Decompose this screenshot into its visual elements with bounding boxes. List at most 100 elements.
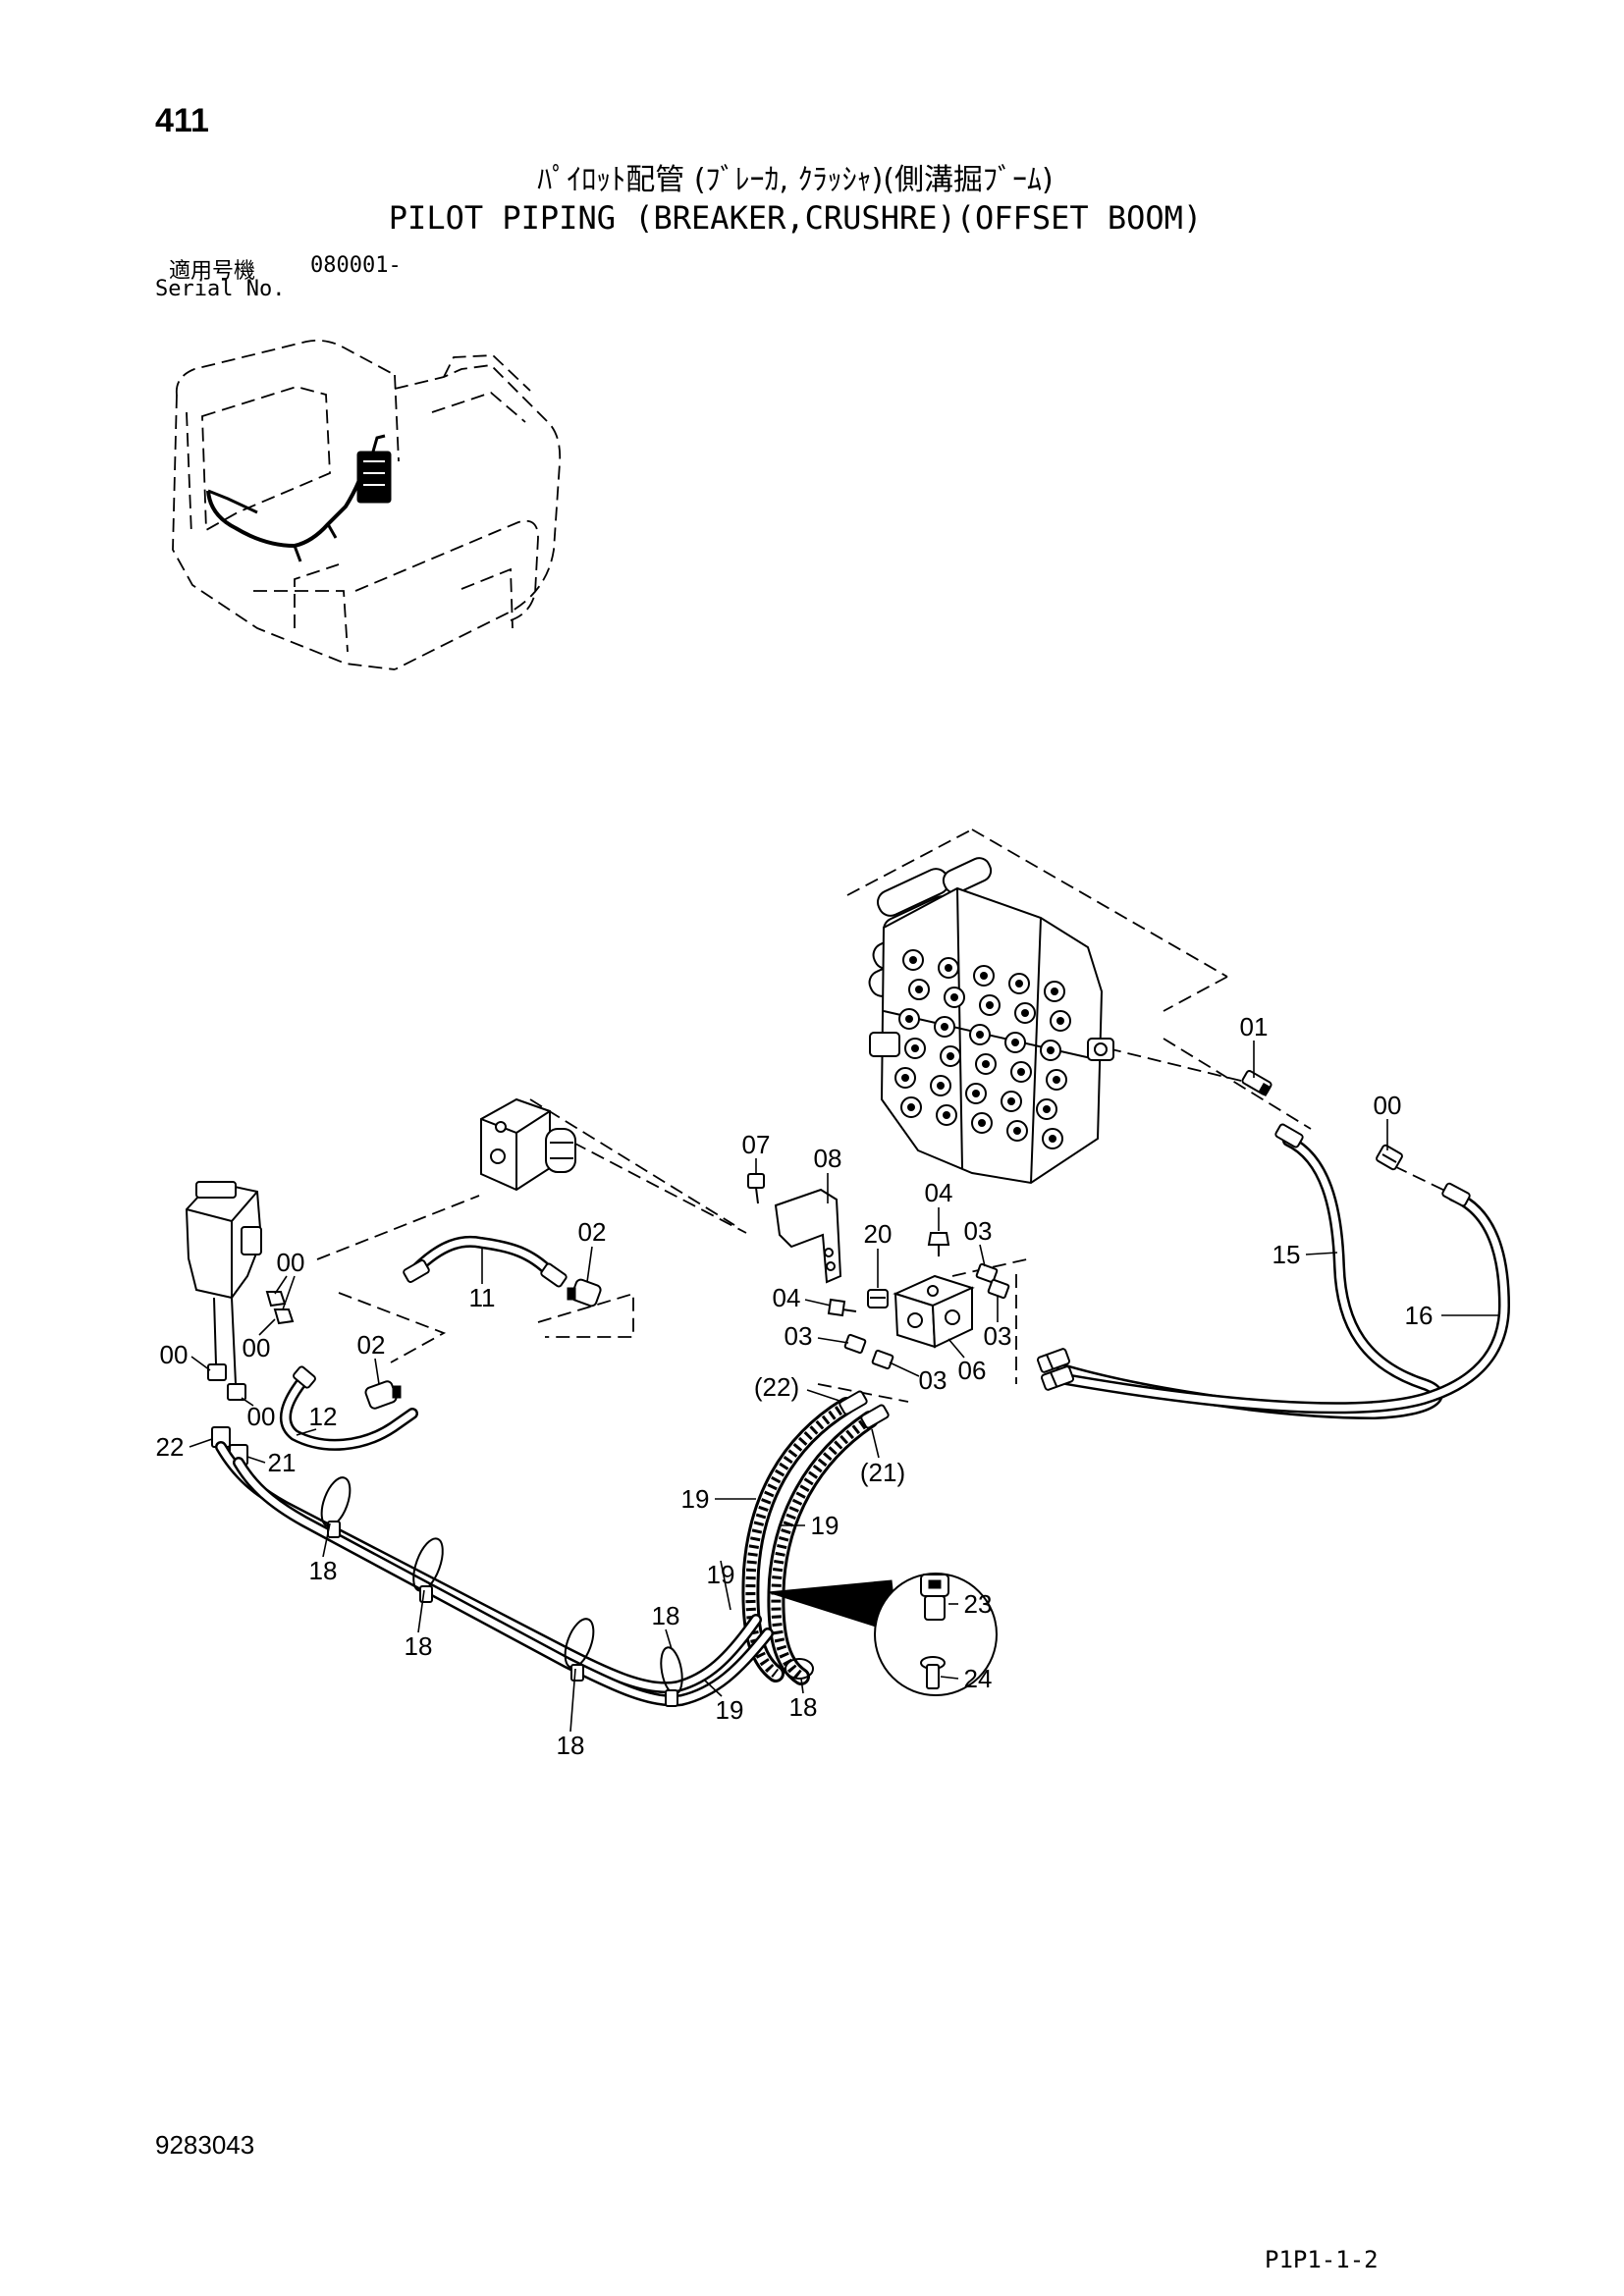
- part-callout-18: 18: [309, 1556, 338, 1585]
- part-callout-01: 01: [1240, 1012, 1269, 1041]
- manifold-block-06: [893, 1274, 975, 1349]
- valve-port-center: [901, 1074, 909, 1082]
- part-callout-20: 20: [864, 1219, 893, 1249]
- part-callout-19: 19: [716, 1695, 744, 1725]
- valve-port-center: [1056, 1017, 1064, 1025]
- part-callout-21: 21: [268, 1448, 297, 1477]
- part-callout-18: 18: [789, 1692, 818, 1722]
- fitting-03: [843, 1262, 1010, 1370]
- page-number: 411: [155, 102, 209, 139]
- valve-port-center: [909, 956, 917, 964]
- part-callout-19: 19: [681, 1484, 710, 1514]
- valve-port-center: [943, 1111, 950, 1119]
- part-callout-07: 07: [742, 1130, 771, 1159]
- pressure-switch-02-upper: [567, 1278, 602, 1308]
- serial-label-japanese: 適用号機: [169, 259, 256, 284]
- valve-port-center: [1013, 1127, 1021, 1135]
- part-callout-16: 16: [1405, 1301, 1434, 1330]
- fitting-01: [1241, 1070, 1272, 1097]
- valve-port-center: [986, 1001, 994, 1009]
- part-callout-03: 03: [964, 1216, 993, 1246]
- valve-port-center: [1015, 980, 1023, 988]
- valve-port-center: [980, 972, 988, 980]
- hose-end-fitting: [839, 1390, 868, 1415]
- document-number: 9283043: [155, 2130, 255, 2160]
- overview-pilot-hose: [206, 474, 363, 549]
- part-callout-00: 00: [247, 1402, 276, 1431]
- machine-overview: [172, 339, 562, 670]
- part-callout-18: 18: [652, 1601, 680, 1630]
- part-callout-02: 02: [578, 1217, 607, 1247]
- part-callout-11: 11: [469, 1283, 496, 1312]
- valve-port-center: [1021, 1009, 1029, 1017]
- part-callout-21-ref: (21): [860, 1458, 905, 1487]
- part-callout-04: 04: [925, 1178, 953, 1207]
- valve-port-center: [907, 1103, 915, 1111]
- valve-port-center: [1017, 1068, 1025, 1076]
- part-callout-22: 22: [156, 1432, 185, 1462]
- serial-label: Serial No.: [155, 277, 286, 301]
- valve-side-fitting: [869, 1032, 900, 1057]
- callout-leaders: [189, 1041, 1500, 1733]
- left-manifold-block: [185, 1180, 263, 1385]
- valve-port-center: [1043, 1105, 1051, 1113]
- assembly-dashed-lines: [316, 828, 1452, 1403]
- clamps-18: [320, 1476, 814, 1707]
- page-title-japanese: ﾊﾟｲﾛｯﾄ配管 (ﾌﾞﾚｰｶ, ｸﾗｯｼｬ)(側溝掘ﾌﾞｰﾑ): [537, 163, 1054, 197]
- solenoid-valve: [480, 1097, 576, 1192]
- part-callout-08: 08: [814, 1144, 842, 1173]
- bolt-04-upper: [927, 1232, 950, 1256]
- part-callout-22-ref: (22): [754, 1372, 799, 1402]
- part-callout-24: 24: [964, 1664, 993, 1693]
- part-callout-00: 00: [160, 1340, 189, 1369]
- part-callout-03: 03: [785, 1321, 813, 1351]
- part-callout-02: 02: [357, 1330, 386, 1360]
- part-callout-12: 12: [309, 1402, 338, 1431]
- part-callout-00: 00: [277, 1248, 305, 1277]
- valve-port-center: [1053, 1076, 1060, 1084]
- valve-port-center: [976, 1031, 984, 1039]
- fitting-00-right: [1376, 1144, 1403, 1171]
- valve-port-center: [947, 1052, 954, 1060]
- part-callout-15: 15: [1272, 1240, 1301, 1269]
- page-code: P1P1-1-2: [1265, 2246, 1379, 2273]
- bolt-24: [920, 1656, 946, 1689]
- valve-port-center: [941, 1023, 948, 1031]
- valve-port-center: [945, 964, 952, 972]
- detail-callout: [767, 1573, 998, 1696]
- part-20: [867, 1289, 889, 1308]
- overview-valve-icon: [356, 434, 392, 504]
- valve-port-center: [905, 1015, 913, 1023]
- hose-11: [403, 1235, 568, 1288]
- part-callout-23: 23: [964, 1589, 993, 1619]
- page-title: PILOT PIPING (BREAKER,CRUSHRE)(OFFSET BO…: [388, 199, 1203, 237]
- fittings-00-left: [207, 1291, 295, 1466]
- part-callout-00: 00: [243, 1333, 271, 1362]
- valve-port-center: [1049, 1135, 1056, 1143]
- clip-23: [920, 1574, 949, 1621]
- part-callout-19: 19: [811, 1511, 839, 1540]
- serial-number-value: 080001-: [310, 253, 402, 278]
- part-callout-06: 06: [958, 1356, 987, 1385]
- valve-port-center: [1007, 1097, 1015, 1105]
- part-callout-04: 04: [773, 1283, 801, 1312]
- valve-port-center: [978, 1119, 986, 1127]
- hose-end-fittings: [1037, 1348, 1074, 1391]
- valve-port-center: [972, 1090, 980, 1097]
- callout-labels: 01 00 07 08 04 03 20 02 00 15 11 04 16 0…: [156, 1012, 1434, 1760]
- hose-end-fitting: [860, 1404, 890, 1429]
- part-callout-18: 18: [557, 1731, 585, 1760]
- hose-19-left: [215, 1441, 774, 1707]
- valve-port-center: [937, 1082, 945, 1090]
- control-valve: [868, 857, 1114, 1185]
- pressure-switch-02-lower: [364, 1380, 402, 1410]
- part-callout-03: 03: [919, 1365, 947, 1395]
- bolt-07: [747, 1173, 765, 1204]
- part-callout-18: 18: [405, 1631, 433, 1661]
- valve-port-center: [915, 986, 923, 993]
- part-callout-19: 19: [707, 1560, 735, 1589]
- valve-port-center: [911, 1044, 919, 1052]
- bolt-04-lower: [827, 1298, 857, 1317]
- part-callout-03: 03: [984, 1321, 1012, 1351]
